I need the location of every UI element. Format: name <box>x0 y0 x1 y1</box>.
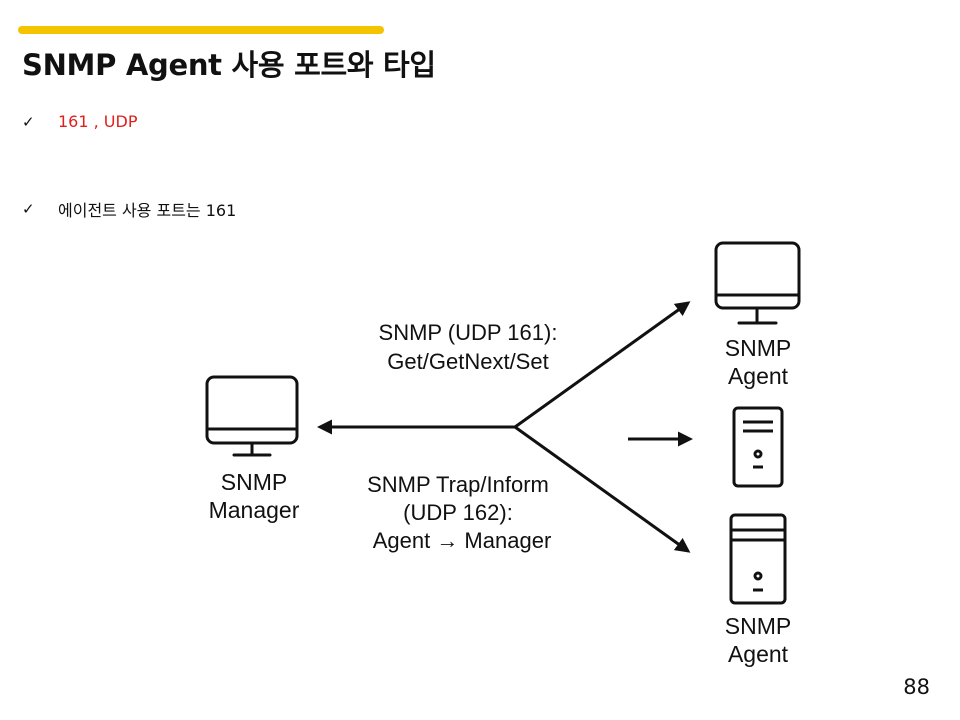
server-tower-icon <box>729 513 787 605</box>
title-accent-bar <box>18 26 384 34</box>
page-number: 88 <box>903 675 930 699</box>
bullet-item-port: ✓ 161 , UDP <box>22 112 137 131</box>
arrow-to-agent-bottom <box>514 425 691 553</box>
slide-title: SNMP Agent 사용 포트와 타입 <box>22 48 436 82</box>
request-label-line1: SNMP (UDP 161): <box>379 320 558 345</box>
manager-label-line2: Manager <box>209 497 300 523</box>
bullet-text: 161 , UDP <box>58 112 138 131</box>
request-label-line2: Get/GetNext/Set <box>387 349 548 374</box>
agent-top-label-line1: SNMP <box>725 335 791 361</box>
arrow-to-agent-top <box>514 301 691 429</box>
agent-bottom-label-line1: SNMP <box>725 613 791 639</box>
bullet-text: 에이전트 사용 포트는 161 <box>58 201 237 220</box>
server-tower-icon <box>732 406 784 488</box>
agent-bottom-label-line2: Agent <box>728 641 789 667</box>
trap-label-line3: Agent → Manager <box>373 528 552 553</box>
manager-label-line1: SNMP <box>221 469 287 495</box>
checkmark-icon: ✓ <box>22 200 35 218</box>
snmp-diagram: SNMP Manager SNMP Agent SNMP Agent SNMP … <box>205 241 801 667</box>
agent-top-label-line2: Agent <box>728 363 789 389</box>
trap-label-line2: (UDP 162): <box>403 500 513 525</box>
bullet-item-agent-port: ✓ 에이전트 사용 포트는 161 <box>22 197 236 221</box>
manager-monitor-icon <box>205 375 299 457</box>
trap-label-line1: SNMP Trap/Inform <box>367 472 549 497</box>
checkmark-icon: ✓ <box>22 112 35 131</box>
agent-monitor-icon <box>714 241 801 325</box>
